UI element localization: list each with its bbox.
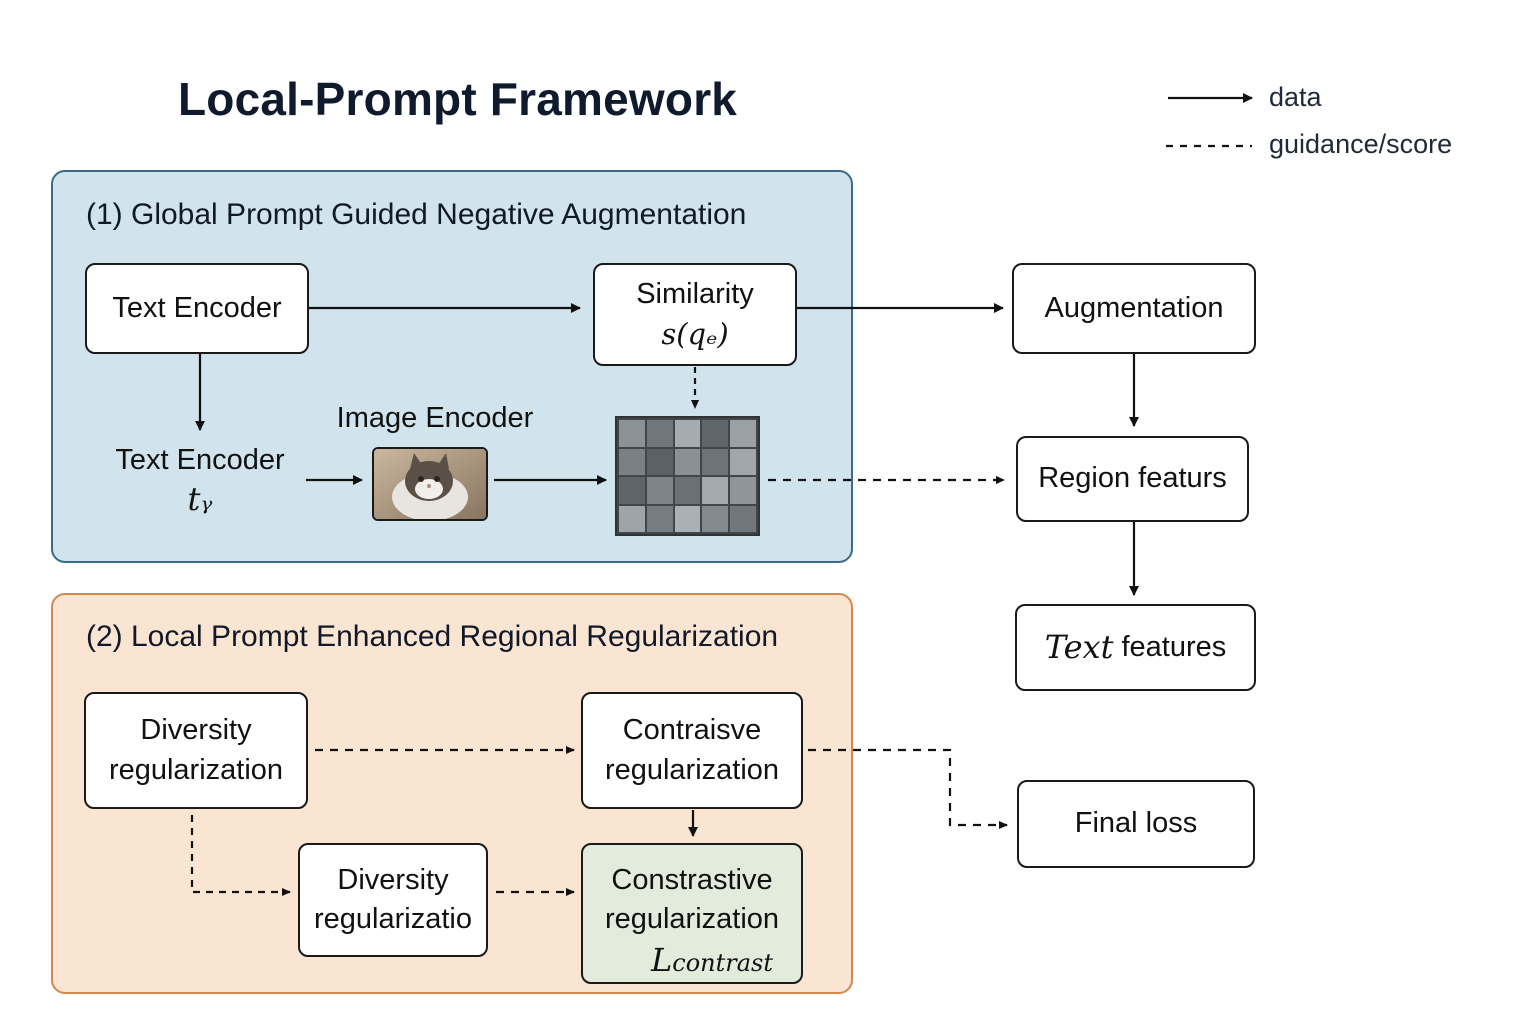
heatmap-cell bbox=[674, 505, 701, 532]
diversity2-line2: regularizatio bbox=[314, 903, 472, 935]
similarity-box: Similarity s(qₑ) bbox=[593, 263, 797, 366]
heatmap-cell bbox=[730, 420, 756, 447]
arrow-diversity-to-diversity2 bbox=[190, 815, 291, 896]
region-features-label: Region featurs bbox=[1038, 462, 1227, 495]
heatmap-cell bbox=[702, 420, 729, 447]
text-features-label: features bbox=[1121, 630, 1227, 663]
similarity-label: Similarity bbox=[636, 278, 754, 311]
augmentation-box: Augmentation bbox=[1012, 263, 1256, 354]
final-loss-label: Final loss bbox=[1074, 807, 1198, 840]
heatmap-cell bbox=[619, 420, 645, 447]
panel1-title: (1) Global Prompt Guided Negative Augmen… bbox=[86, 198, 747, 231]
constrastive-loss-box: Constrastive regularization Lcontrast bbox=[581, 843, 803, 984]
heatmap-cell bbox=[730, 448, 756, 475]
contrastive-regularization-box: Contraisve regularization bbox=[581, 692, 803, 809]
cat-image bbox=[372, 447, 488, 521]
final-loss-box: Final loss bbox=[1017, 780, 1255, 868]
heatmap-cell bbox=[619, 505, 645, 532]
constrastive-line2: regularization bbox=[604, 903, 780, 936]
heatmap-cell bbox=[674, 477, 701, 504]
diversity2-line1: Diversity bbox=[337, 863, 449, 896]
heatmap-cell bbox=[646, 505, 673, 532]
heatmap-cell bbox=[646, 448, 673, 475]
l-contrast-main: L bbox=[651, 941, 673, 980]
heatmap-cell bbox=[702, 448, 729, 475]
l-contrast-symbol: Lcontrast bbox=[651, 939, 773, 982]
tg-symbol: tᵧ bbox=[187, 480, 213, 518]
heatmap-cell bbox=[730, 505, 756, 532]
constrastive-line1: Constrastive bbox=[611, 864, 773, 896]
text-features-italic: Text bbox=[1044, 627, 1114, 666]
legend-data-label: data bbox=[1269, 82, 1322, 112]
augmentation-label: Augmentation bbox=[1044, 291, 1224, 324]
cat-photo-icon bbox=[374, 449, 486, 519]
heatmap-cell bbox=[702, 505, 729, 532]
heatmap-cell bbox=[646, 477, 673, 504]
heatmap-cell bbox=[730, 477, 756, 504]
text-encoder-label: Text Encoder bbox=[112, 291, 282, 324]
diversity-regularization-box-2: Diversity regularizatio bbox=[298, 843, 488, 957]
heatmap-cell bbox=[702, 477, 729, 504]
diversity-line1: Diversity bbox=[140, 714, 252, 747]
heatmap-cell bbox=[619, 477, 645, 504]
panel2-title: (2) Local Prompt Enhanced Regional Regul… bbox=[86, 620, 779, 653]
diversity-line2: regularization bbox=[108, 753, 284, 786]
contrastive-line1: Contraisve bbox=[622, 714, 762, 747]
legend-guidance-label: guidance/score bbox=[1269, 129, 1453, 159]
diversity-regularization-box: Diversity regularization bbox=[84, 692, 308, 809]
similarity-heatmap bbox=[615, 416, 760, 536]
heatmap-cell bbox=[619, 448, 645, 475]
text-features-box: Text features bbox=[1015, 604, 1256, 691]
region-features-box: Region featurs bbox=[1016, 436, 1249, 522]
heatmap-cell bbox=[674, 448, 701, 475]
arrow-contrastive-to-final-loss bbox=[808, 748, 1008, 829]
text-encoder-tg-label: Text Encoder bbox=[115, 444, 285, 476]
contrastive-line2: regularization bbox=[604, 753, 780, 786]
l-contrast-subscript: contrast bbox=[672, 949, 773, 978]
image-encoder-label: Image Encoder bbox=[336, 402, 534, 434]
text-encoder-box: Text Encoder bbox=[85, 263, 309, 354]
heatmap-cell bbox=[674, 420, 701, 447]
heatmap-cell bbox=[646, 420, 673, 447]
diagram-title: Local-Prompt Framework bbox=[178, 73, 738, 125]
similarity-formula: s(qₑ) bbox=[661, 316, 729, 351]
